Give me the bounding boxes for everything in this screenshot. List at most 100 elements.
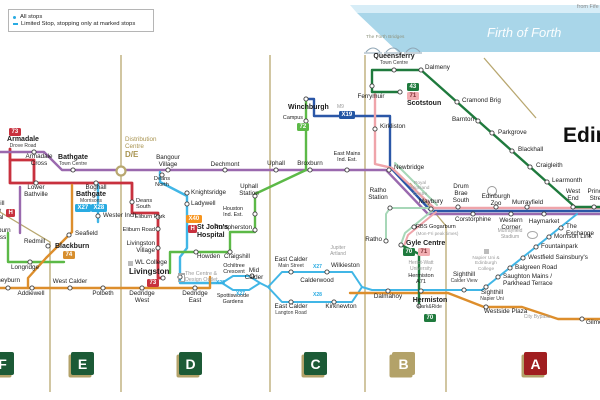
stop-marker <box>288 269 294 275</box>
station-label: Napier Uni & Edinburgh College <box>472 256 500 272</box>
stop-marker <box>428 206 434 212</box>
station-label: (Mon-Fri peak times) <box>416 231 459 236</box>
station-label: Knightsridge <box>191 189 227 196</box>
station-label: Kirkliston <box>380 123 406 130</box>
stop-marker <box>27 259 33 265</box>
station-label: Longridge <box>10 264 40 271</box>
stop-marker <box>222 167 228 173</box>
stop-marker <box>385 288 391 294</box>
stop-marker <box>31 149 37 155</box>
route-sky-lower <box>267 286 363 303</box>
route-number-badge: X40 <box>186 215 202 223</box>
stop-marker <box>508 211 514 217</box>
zone-boundary-line <box>483 57 537 119</box>
route-number-badge: 70 <box>424 314 436 322</box>
stop-marker <box>524 204 530 210</box>
route-ref-label: X28 <box>313 292 322 298</box>
stop-marker <box>570 204 576 210</box>
station-label: Royal Highland Centre <box>410 181 430 197</box>
stop-marker <box>344 167 350 173</box>
station-label: Craigshill <box>224 253 250 260</box>
station-label: Fountainpark <box>541 243 578 250</box>
station-label: Tippethill House Hospital <box>0 200 5 221</box>
stop-marker <box>45 243 51 249</box>
stop-marker <box>386 167 392 173</box>
station-label: Distribution Centre <box>125 136 157 150</box>
stop-marker <box>184 190 190 196</box>
stop-marker <box>418 288 424 294</box>
stop-marker <box>489 130 495 136</box>
stop-marker <box>155 226 161 232</box>
station-label: Maybury <box>418 198 444 205</box>
stop-marker <box>546 234 552 240</box>
stop-marker <box>155 245 161 251</box>
stop-marker <box>533 244 539 250</box>
route-73-loop <box>8 158 36 185</box>
stadium-icon <box>527 231 538 239</box>
station-label: Broxburn <box>297 160 323 167</box>
fare-zone-badge-c: C <box>304 352 327 375</box>
station-label: St John's Hospital <box>197 224 229 239</box>
station-label: Dalmeny <box>425 64 450 71</box>
station-label: Livingston <box>129 267 170 276</box>
station-sublabel: Park&Ride <box>418 303 442 310</box>
station-label: Balgreen Road <box>515 264 558 271</box>
stop-marker <box>509 148 515 154</box>
station-label: Stoneyburn <box>0 277 20 284</box>
stop-marker <box>159 172 165 178</box>
station-label: Eliburn Park <box>134 214 166 220</box>
station-label: Pumpherston <box>214 224 252 231</box>
stop-marker <box>483 304 489 310</box>
station-label: Parkgrove <box>498 129 527 136</box>
stop-marker <box>307 167 313 173</box>
station-label: WL College <box>135 259 168 266</box>
stop-marker <box>507 265 513 271</box>
station-label: Dedridge East <box>182 290 208 304</box>
stop-marker <box>184 201 190 207</box>
stop-marker <box>541 211 547 217</box>
station-label: Ratho Station <box>368 187 388 201</box>
legend: All stops Limited Stop, stopping only at… <box>8 9 154 32</box>
stop-marker <box>29 285 35 291</box>
station-label: Winchburgh <box>288 104 329 111</box>
station-label: D/E <box>125 150 139 159</box>
station-label: Blackhall <box>518 146 544 153</box>
station-label: Dechmont <box>210 161 240 168</box>
route-longridge <box>6 231 66 264</box>
stop-marker <box>591 204 597 210</box>
station-label: Drum Brae South <box>452 183 470 204</box>
stop-marker <box>495 274 501 280</box>
station-label: Barnton <box>451 116 474 123</box>
college-icon <box>128 261 133 266</box>
route-number-badge: 74 <box>63 251 75 259</box>
stop-marker <box>558 225 564 231</box>
station-label: Jupiter Artland <box>330 245 346 257</box>
route-number-badge: X28 <box>91 204 107 212</box>
station-label: Deans North <box>153 176 171 189</box>
station-sublabel: Town Centre <box>379 59 409 66</box>
station-label: Addiewell <box>17 290 45 297</box>
station-label: Heriot-Watt University <box>408 260 434 272</box>
station-label: Gyle Centre <box>406 240 446 247</box>
station-label: East Mains Ind. Est. <box>333 151 361 163</box>
firth-of-forth-label: Firth of Forth <box>487 25 562 40</box>
legend-row-all-stops: All stops <box>13 14 149 20</box>
station-label: Dedridge West <box>129 290 155 304</box>
stop-marker <box>418 67 424 73</box>
fare-zone-boundaries <box>0 55 537 392</box>
stop-marker <box>372 126 378 132</box>
zone-boundary-line <box>0 211 51 392</box>
stop-marker <box>70 167 76 173</box>
station-label: Armadale Cross <box>25 153 53 167</box>
station-label: Blackburn <box>55 243 90 250</box>
stop-marker <box>391 67 397 73</box>
route-number-badge: 72 <box>297 123 309 131</box>
station-label: Ochiltree Crescent <box>223 263 245 275</box>
route-72 <box>168 97 308 275</box>
station-label: Whitburn Cross <box>0 227 11 241</box>
station-sublabel: Napier Uni <box>480 295 504 302</box>
stop-marker <box>397 89 403 95</box>
